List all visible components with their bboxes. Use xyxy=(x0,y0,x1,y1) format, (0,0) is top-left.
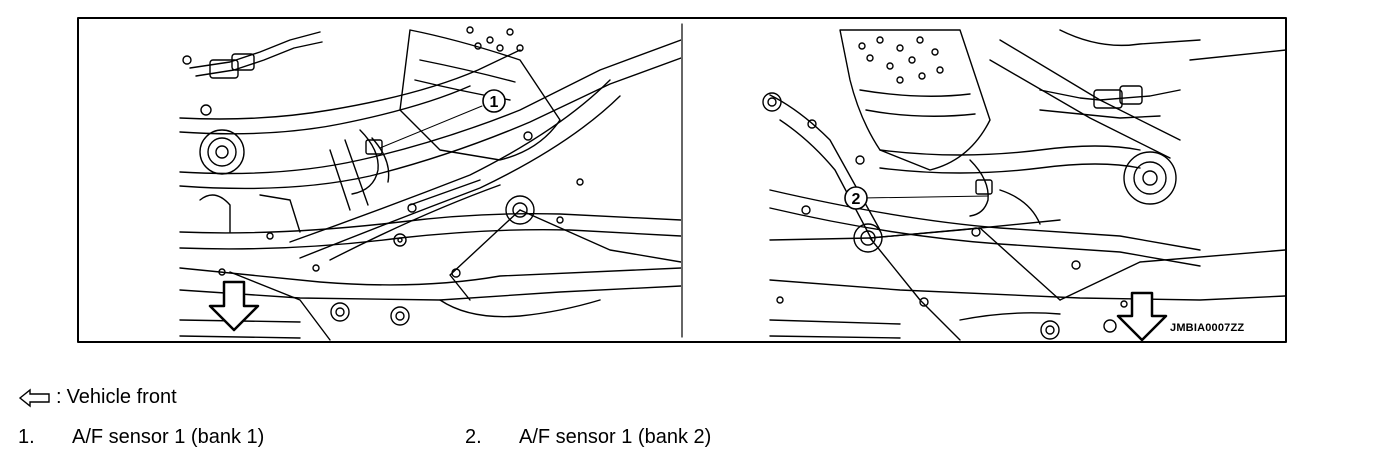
callout-circle-2 xyxy=(844,186,868,210)
front-arrow-right-panel xyxy=(1116,291,1168,342)
outline-left-arrow-icon xyxy=(18,388,50,407)
front-arrow-left-panel xyxy=(208,280,260,332)
item-number: 1. xyxy=(18,426,35,448)
callout-circle-1 xyxy=(482,89,506,113)
engine-underside-illustration: 1 xyxy=(77,17,1287,343)
item-number: 2. xyxy=(465,426,482,448)
callout-number-2: 2 xyxy=(852,191,861,208)
figure-frame xyxy=(77,17,1287,343)
item-label: A/F sensor 1 (bank 1) xyxy=(72,426,265,448)
left-panel xyxy=(179,26,681,341)
figure-reference-code: JMBIA0007ZZ xyxy=(1170,322,1245,334)
right-panel xyxy=(762,29,1286,342)
legend-label: Vehicle front xyxy=(66,386,177,408)
item-label: A/F sensor 1 (bank 2) xyxy=(519,426,712,448)
legend-separator: : xyxy=(56,386,62,408)
callout-number-1: 1 xyxy=(490,94,499,111)
legend-vehicle-front: : Vehicle front xyxy=(18,386,177,409)
